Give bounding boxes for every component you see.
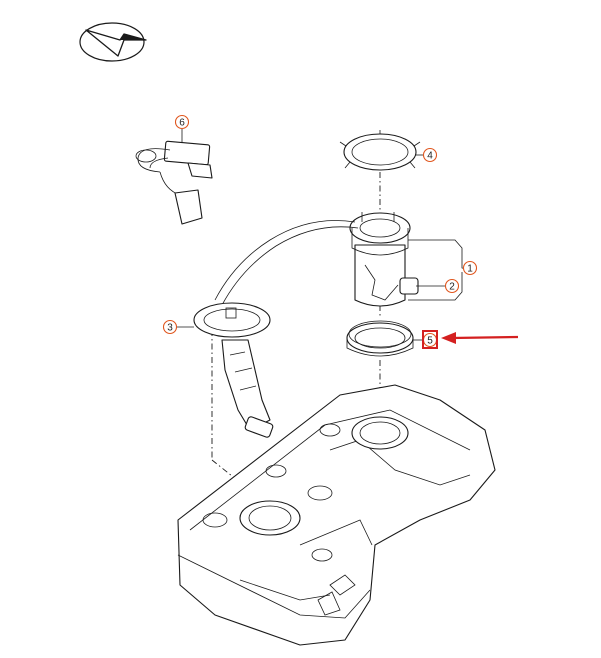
callout-2: 2 bbox=[444, 278, 460, 294]
fuel-level-sender bbox=[193, 302, 274, 438]
callout-2-label: 2 bbox=[449, 282, 455, 293]
callout-1: 1 bbox=[462, 260, 478, 276]
callout-3: 3 bbox=[162, 319, 178, 335]
sensor-with-connector bbox=[135, 140, 213, 225]
callout-6: 6 bbox=[174, 114, 190, 130]
seal-ring bbox=[346, 320, 414, 357]
fuel-tank bbox=[177, 384, 496, 646]
callout-5-label: 5 bbox=[427, 336, 433, 347]
locking-ring-top bbox=[339, 130, 421, 171]
fuel-line-hose bbox=[214, 220, 359, 306]
callout-3-label: 3 bbox=[167, 323, 173, 334]
callout-1-label: 1 bbox=[467, 264, 473, 275]
red-pointer-arrow-icon bbox=[441, 332, 519, 344]
direction-arrow-icon bbox=[79, 22, 147, 62]
callout-4-label: 4 bbox=[427, 151, 433, 162]
callout-4: 4 bbox=[422, 147, 438, 163]
callout-6-label: 6 bbox=[179, 118, 185, 129]
fuel-pump-module bbox=[349, 212, 419, 307]
callout-5: 5 bbox=[422, 330, 438, 349]
